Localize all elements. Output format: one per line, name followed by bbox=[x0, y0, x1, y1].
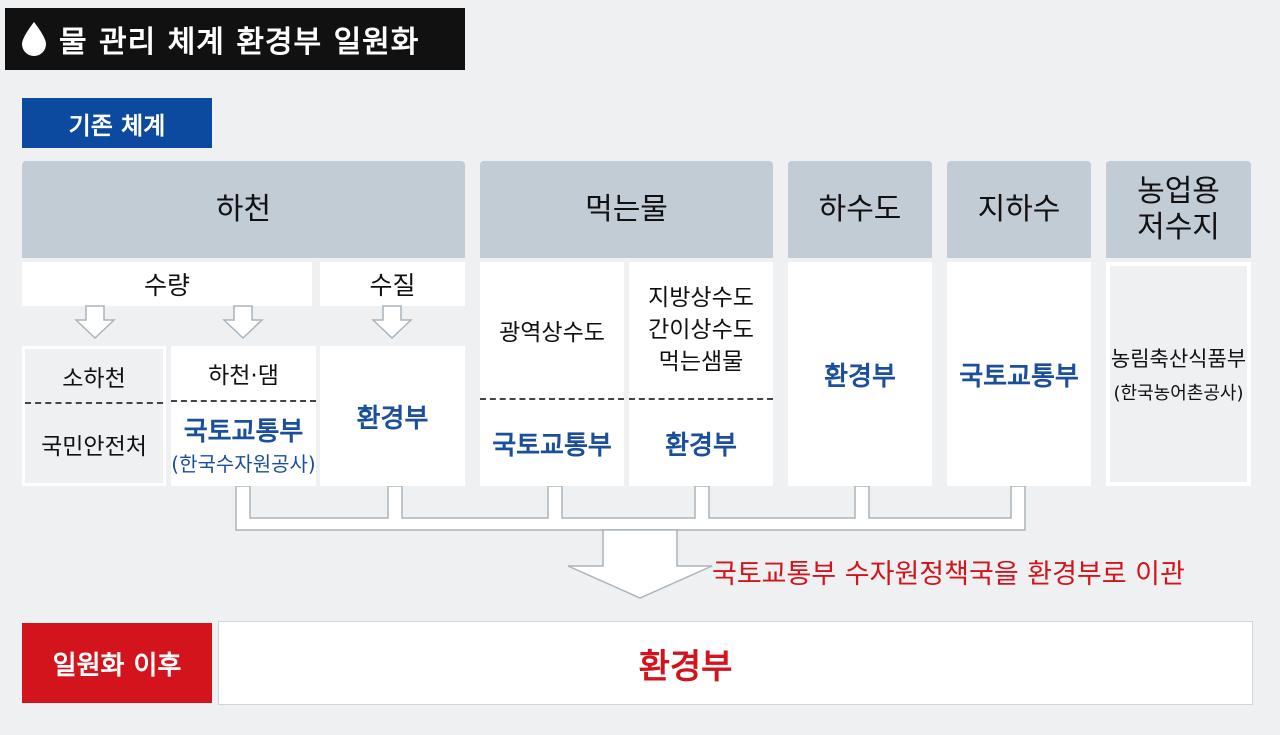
sub-quantity: 수량 bbox=[22, 262, 312, 306]
header-agri-line2: 저수지 bbox=[1137, 209, 1220, 245]
sewer-agency: 환경부 bbox=[824, 361, 896, 392]
box-groundwater: 국토교통부 bbox=[947, 262, 1091, 486]
box-river-dam: 하천·댐 국토교통부 (한국수자원공사) bbox=[171, 346, 316, 486]
box-local-water: 지방상수도 간이상수도 먹는샘물 환경부 bbox=[629, 262, 773, 486]
small-river-label: 소하천 bbox=[62, 365, 126, 392]
collector-bracket bbox=[235, 485, 1026, 531]
title-bar: 물 관리 체계 환경부 일원화 bbox=[5, 8, 465, 70]
before-label: 기존 체계 bbox=[22, 98, 212, 148]
page-title: 물 관리 체계 환경부 일원화 bbox=[59, 25, 420, 60]
box-agri-reservoir: 농림축산식품부 (한국농어촌공사) bbox=[1106, 262, 1251, 486]
header-agri-reservoir: 농업용 저수지 bbox=[1106, 161, 1251, 258]
box-small-river: 소하천 국민안전처 bbox=[22, 346, 166, 486]
groundwater-agency: 국토교통부 bbox=[959, 361, 1079, 392]
box-regional-water: 광역상수도 국토교통부 bbox=[480, 262, 624, 486]
final-agency: 환경부 bbox=[638, 646, 733, 687]
small-river-agency: 국민안전처 bbox=[41, 433, 147, 460]
arrow-down-small-river bbox=[74, 305, 116, 340]
regional-water-label: 광역상수도 bbox=[499, 320, 605, 346]
arrow-down-river-dam bbox=[222, 305, 264, 340]
header-agri-line1: 농업용 bbox=[1137, 173, 1220, 209]
regional-water-agency: 국토교통부 bbox=[492, 430, 612, 461]
local-water-line3: 먹는샘물 bbox=[658, 349, 744, 376]
water-drop-icon bbox=[22, 22, 46, 56]
header-groundwater: 지하수 bbox=[947, 161, 1091, 258]
big-arrow-down bbox=[567, 529, 713, 599]
header-sewer: 하수도 bbox=[788, 161, 932, 258]
after-label: 일원화 이후 bbox=[22, 623, 212, 703]
river-dam-label: 하천·댐 bbox=[208, 363, 279, 389]
sub-quality: 수질 bbox=[320, 262, 465, 306]
river-dam-sub-agency: (한국수자원공사) bbox=[171, 452, 316, 476]
header-drinking-water: 먹는물 bbox=[480, 161, 773, 258]
local-water-line1: 지방상수도 bbox=[648, 284, 754, 311]
agri-agency: 농림축산식품부 bbox=[1110, 347, 1247, 371]
arrow-down-quality bbox=[371, 305, 413, 340]
box-sewer: 환경부 bbox=[788, 262, 932, 486]
agri-sub-agency: (한국농어촌공사) bbox=[1113, 383, 1244, 404]
quality-agency: 환경부 bbox=[356, 403, 429, 434]
box-quality: 환경부 bbox=[320, 346, 465, 486]
final-box bbox=[218, 621, 1253, 705]
local-water-line2: 간이상수도 bbox=[648, 316, 754, 343]
river-dam-agency: 국토교통부 bbox=[183, 417, 304, 447]
header-river: 하천 bbox=[22, 161, 465, 258]
transfer-note: 국토교통부 수자원정책국을 환경부로 이관 bbox=[712, 559, 1185, 590]
local-water-agency: 환경부 bbox=[665, 430, 737, 461]
